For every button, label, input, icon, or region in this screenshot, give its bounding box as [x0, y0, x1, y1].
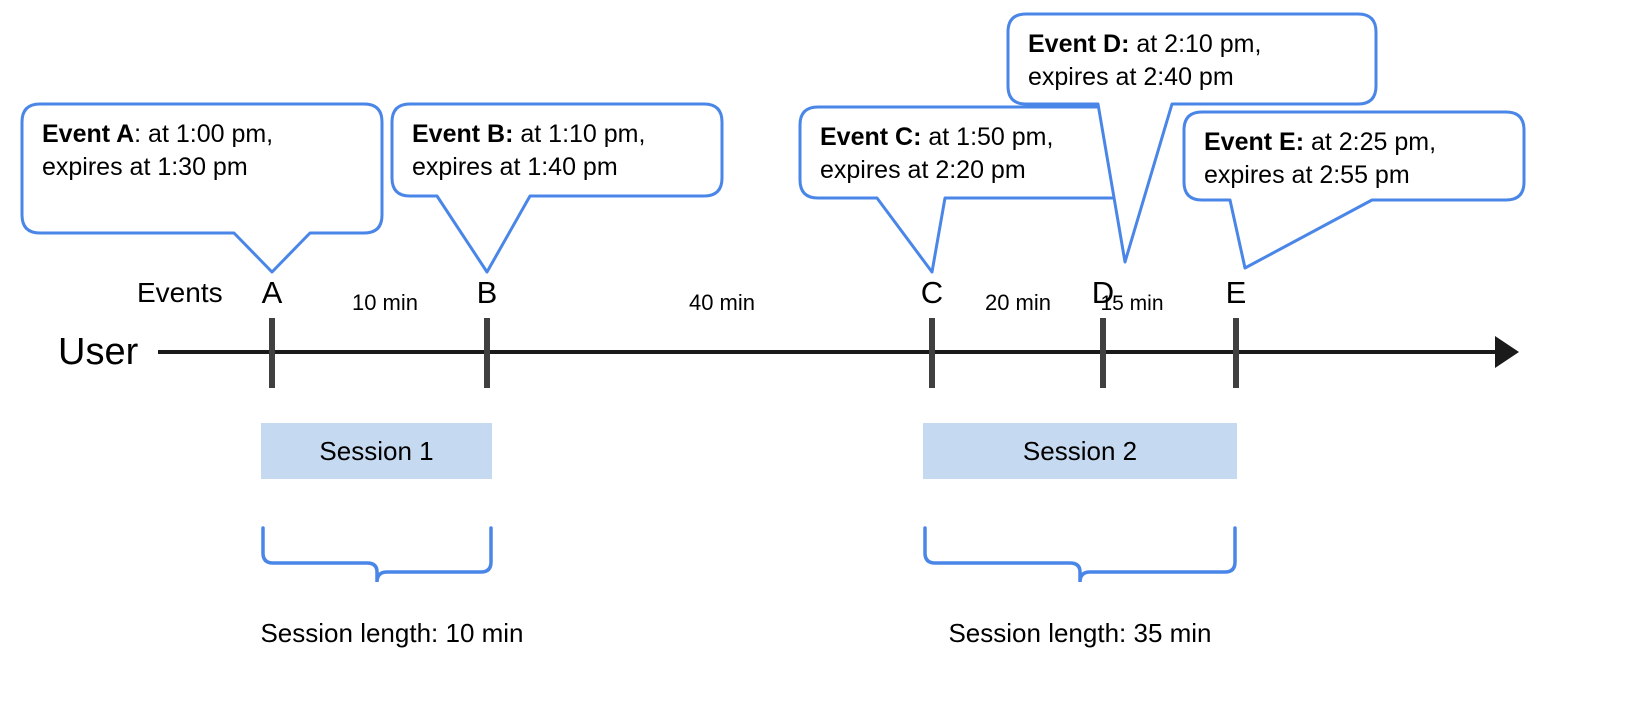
callout-event-c-name: Event C — [820, 123, 914, 151]
callout-event-e[interactable]: Event E: at 2:25 pm, expires at 2:55 pm — [1184, 112, 1524, 200]
callout-shape-event-b — [390, 102, 724, 274]
callout-event-b-separator: : — [505, 120, 514, 148]
interval-label-d-e: 15 min — [1100, 292, 1164, 315]
callout-event-e-time: at 2:25 pm, — [1304, 128, 1437, 156]
session-brace-2 — [923, 526, 1237, 583]
timeline-arrowhead-icon — [1495, 336, 1519, 368]
callout-event-e-separator: : — [1295, 128, 1305, 156]
session-length-caption-2: Session length: 35 min — [948, 618, 1212, 648]
callout-event-e-name: Event E — [1204, 128, 1296, 156]
callout-shape-event-e — [1182, 110, 1526, 270]
callout-event-c-time: at 1:50 pm, — [921, 123, 1054, 151]
callout-event-c-line1: Event C: at 1:50 pm, — [820, 121, 1118, 154]
session-box-1[interactable]: Session 1 — [261, 423, 492, 479]
marker-label-d: D — [1091, 275, 1115, 310]
callout-event-c-line2: expires at 2:20 pm — [820, 156, 1026, 184]
user-row-label: User — [58, 331, 139, 373]
callout-event-b-line2: expires at 1:40 pm — [412, 153, 618, 181]
callout-event-b[interactable]: Event B: at 1:10 pm, expires at 1:40 pm — [392, 104, 722, 196]
callout-event-d[interactable]: Event D: at 2:10 pm, expires at 2:40 pm — [1008, 14, 1376, 104]
events-row-label: Events — [137, 277, 223, 308]
interval-label-a-b: 10 min — [351, 290, 419, 315]
callout-event-d-line2: expires at 2:40 pm — [1028, 63, 1234, 91]
callout-event-a-name: Event A — [42, 120, 135, 148]
callout-event-a[interactable]: Event A: at 1:00 pm, expires at 1:30 pm — [22, 104, 382, 233]
callout-event-c[interactable]: Event C: at 1:50 pm, expires at 2:20 pm — [800, 107, 1136, 198]
session-box-2[interactable]: Session 2 — [923, 423, 1237, 479]
marker-label-a: A — [261, 275, 283, 310]
marker-label-e: E — [1225, 275, 1247, 310]
callout-shape-event-a — [20, 102, 384, 274]
interval-label-c-d: 20 min — [984, 290, 1052, 315]
callout-event-e-line1: Event E: at 2:25 pm, — [1204, 126, 1506, 159]
callout-event-d-name: Event D — [1028, 30, 1122, 58]
callout-shape-event-d — [1006, 12, 1378, 264]
callout-event-c-separator: : — [913, 123, 922, 151]
callout-event-a-time: at 1:00 pm, — [141, 120, 274, 148]
callout-event-a-separator: : — [134, 120, 142, 148]
callout-event-b-line1: Event B: at 1:10 pm, — [412, 118, 704, 151]
session-box-2-label: Session 2 — [1022, 435, 1138, 466]
callout-event-a-line2: expires at 1:30 pm — [42, 153, 248, 181]
marker-label-c: C — [920, 275, 944, 310]
session-length-caption-1: Session length: 10 min — [260, 618, 524, 648]
callout-event-a-line1: Event A: at 1:00 pm, — [42, 118, 364, 151]
interval-label-b-c: 40 min — [688, 290, 756, 315]
callout-event-e-line2: expires at 2:55 pm — [1204, 161, 1410, 189]
session-box-1-label: Session 1 — [319, 435, 434, 466]
callout-event-b-time: at 1:10 pm, — [513, 120, 646, 148]
callout-event-b-name: Event B — [412, 120, 506, 148]
callout-event-d-separator: : — [1121, 30, 1130, 58]
callout-event-d-time: at 2:10 pm, — [1129, 30, 1262, 58]
marker-label-b: B — [476, 275, 498, 310]
session-brace-1 — [261, 526, 493, 583]
callout-event-d-line1: Event D: at 2:10 pm, — [1028, 28, 1358, 61]
